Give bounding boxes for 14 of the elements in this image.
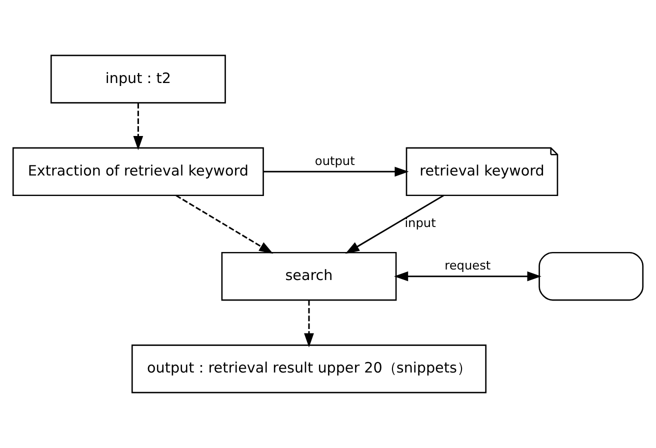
edge-label: output <box>314 154 355 168</box>
arrow <box>176 194 274 254</box>
node-box: search <box>221 252 397 301</box>
edge-label: request <box>444 258 491 273</box>
node-box <box>538 252 644 301</box>
arrow <box>133 103 144 150</box>
node-box: output：retrieval result upper 20（snippets） <box>131 344 487 394</box>
arrow <box>304 300 314 348</box>
arrow <box>394 271 542 282</box>
node-box: input：t2 <box>50 54 226 104</box>
arrow <box>345 194 444 254</box>
edge-label: input <box>404 216 436 230</box>
arrow <box>263 166 409 177</box>
node-box: Extraction of retrieval keyword <box>12 147 264 196</box>
